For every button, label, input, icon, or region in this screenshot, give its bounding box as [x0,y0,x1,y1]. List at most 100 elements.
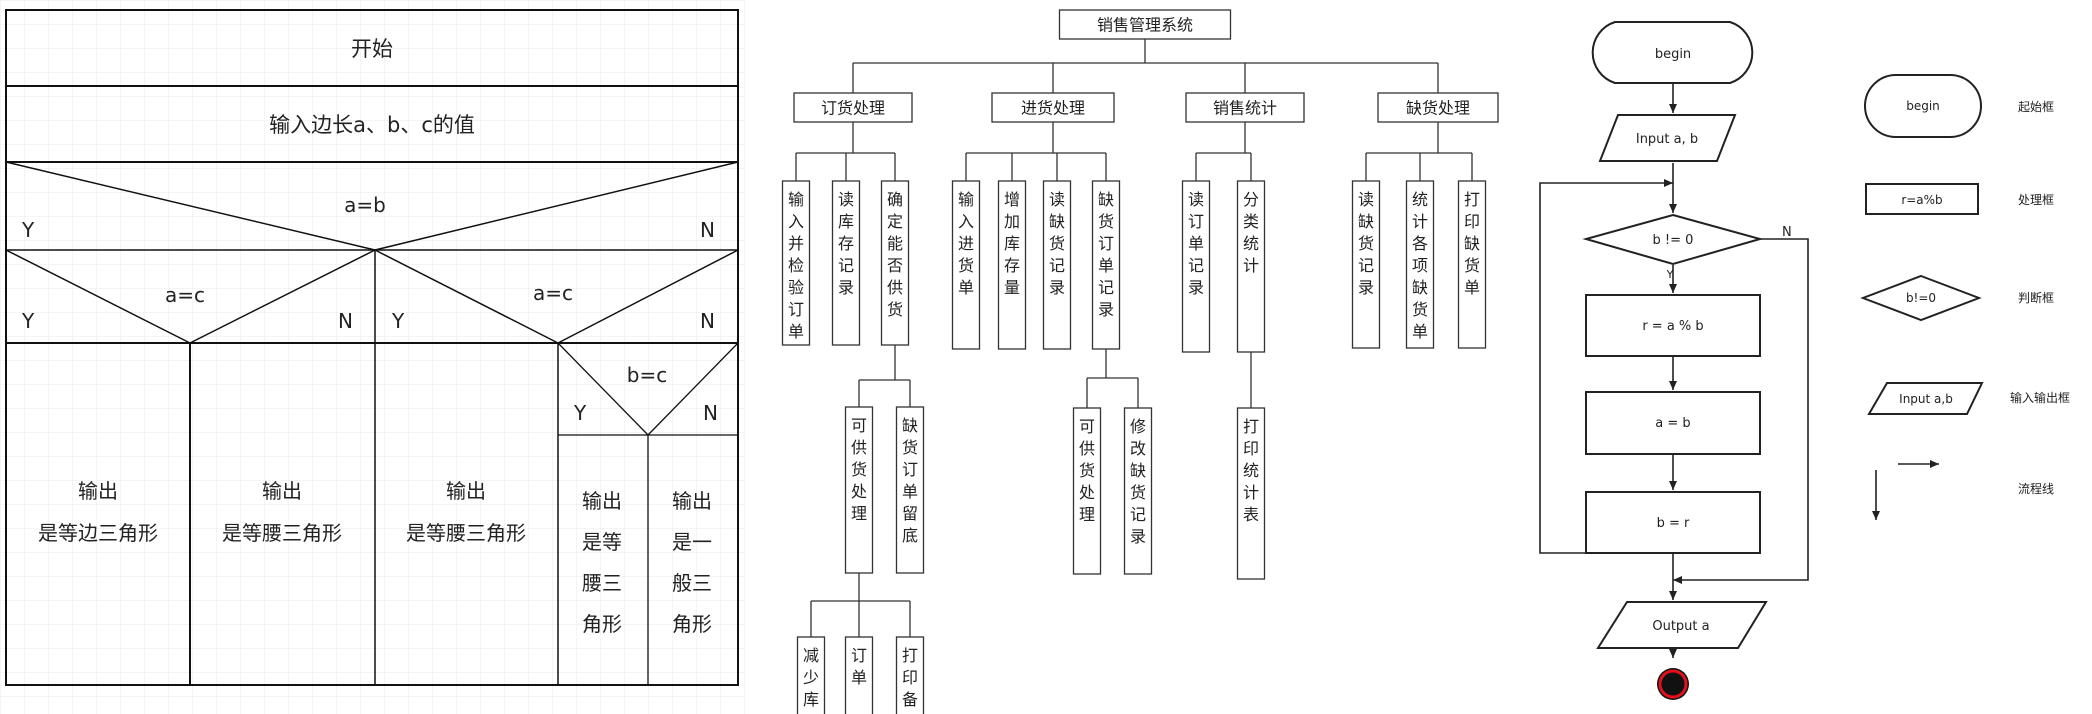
ns-acr-no: N [700,309,715,333]
legend-process-name: 处理框 [2018,193,2054,207]
hier-l2-3-2-box [1457,180,1487,349]
flow-step-assign-a [1585,391,1761,455]
legend-decision-name: 判断框 [2018,290,2054,305]
ns-out-equilateral-2: 是等边三角形 [38,521,158,545]
hier-l2-3-1-box [1405,180,1435,349]
hier-l4-0-0-box [796,636,826,714]
flow-condition-diamond [1582,213,1764,266]
flow-step-remainder [1585,294,1761,357]
ns-chart: 开始 输入边长a、b、c的值 a=b Y N a=c Y N a=c Y N b… [0,0,745,714]
hier-l1-2-box [1185,92,1305,123]
hier-l1-0-box [793,92,913,123]
hier-l2-2-1-box [1236,180,1266,353]
hier-l3-1-1-box [1123,407,1153,575]
hier-l2-0-0: 输入并检验订单 [788,190,804,341]
flow-begin-label: begin [1655,47,1691,62]
flow-step1-label: r = a % b [1642,319,1703,334]
hier-l2-0-2-box [880,180,910,346]
ns-out-isosceles-2b: 是等腰三角形 [406,521,526,545]
ns-cond-ac-left: a=c [165,283,205,307]
flow-begin-terminal [1591,21,1754,84]
ns-acr-yes: Y [391,309,405,333]
hier-l3-0-0-box [844,406,874,574]
flow-end-ring [1658,669,1688,699]
hier-l2-1-0: 输入进货单 [958,190,974,297]
ns-out-general-a: 输出 [672,489,712,513]
legend-process-shape [1865,183,1979,215]
ns-cond-bc: b=c [627,363,667,387]
gcd-flowchart: begin Input a, b b != 0 Y N r = a % b a … [1530,0,2092,714]
ns-bc-no: N [703,401,718,425]
hier-l2-1-2: 读缺货记录 [1049,190,1065,297]
ns-input: 输入边长a、b、c的值 [269,113,475,137]
flow-output-io [1596,601,1768,649]
hier-l1-2: 销售统计 [1213,99,1277,118]
hier-l3-1-1: 修改缺货记录 [1130,417,1146,546]
hier-l2-0-1: 读库存记录 [838,190,854,297]
hier-l2-1-1: 增加库存量 [1004,190,1020,297]
hier-l3-2-0-box [1236,407,1266,580]
hier-l2-3-2: 打印缺货单 [1464,190,1480,297]
flow-step3-label: b = r [1657,516,1690,531]
flow-step2-label: a = b [1655,416,1690,431]
hier-l3-1-0: 可供货处理 [1079,417,1095,524]
hier-l2-1-1-box [997,180,1027,350]
hier-l4-0-1: 订单 [851,646,867,687]
flow-yes-label: Y [1666,268,1674,281]
flow-no-label: N [1782,225,1792,240]
hier-l3-0-1-box [895,406,925,574]
hier-l1-0: 订货处理 [821,99,885,118]
ns-cond-ab: a=b [344,193,386,217]
hier-l1-1-box [991,92,1115,123]
hier-l3-0-1: 缺货订单留底 [902,416,918,545]
ns-out-isosceles-3c: 腰三 [582,571,622,595]
hierarchy-diagram: 销售管理系统订货处理进货处理销售统计缺货处理输入并检验订单读库存记录确定能否供货… [781,9,1499,714]
hier-l2-0-2: 确定能否供货 [887,190,903,319]
legend-process-sample: r=a%b [1901,193,1942,207]
ns-start: 开始 [351,37,393,61]
hier-root: 销售管理系统 [1097,16,1193,35]
hier-l3-2-0: 打印统计表 [1243,417,1259,524]
ns-out-isosceles-1b: 是等腰三角形 [222,521,342,545]
hier-root-box [1058,9,1232,40]
legend-io-sample: Input a,b [1899,392,1953,406]
hier-l2-3-0-box [1351,180,1381,349]
hier-l2-1-2-box [1042,180,1072,350]
flow-step-assign-b [1585,491,1761,554]
legend-terminal-sample: begin [1906,99,1940,113]
legend-terminal-shape [1864,74,1982,138]
sales-system-hierarchy: 销售管理系统订货处理进货处理销售统计缺货处理输入并检验订单读库存记录确定能否供货… [745,0,1530,714]
ns-out-isosceles-3d: 角形 [582,612,622,636]
hier-l2-2-1: 分类统计 [1243,190,1259,275]
flow-output-label: Output a [1652,619,1709,634]
ns-ab-no: N [700,218,715,242]
hier-l2-2-0: 读订单记录 [1188,190,1204,297]
legend-io-shape [1867,382,1984,415]
legend-terminal-name: 起始框 [2018,100,2054,114]
hier-l4-0-2: 打印备 [902,646,918,709]
ns-bc-yes: Y [573,401,587,425]
hier-l2-2-0-box [1181,180,1211,353]
ns-out-equilateral-1: 输出 [78,479,118,503]
legend-decision-sample: b!=0 [1906,291,1936,305]
hier-l2-0-0-box [781,180,811,346]
hier-l2-1-3: 缺货订单记录 [1098,190,1114,319]
hier-l4-0-1-box [844,636,874,714]
hier-l2-0-1-box [831,180,861,346]
ns-out-isosceles-3b: 是等 [582,530,622,554]
ns-out-isosceles-3a: 输出 [582,489,622,513]
hier-l3-1-0-box [1072,407,1102,575]
legend-io-name: 输入输出框 [2010,390,2070,405]
hier-l2-1-3-box [1091,180,1121,350]
flow-input-label: Input a, b [1636,132,1698,147]
ns-out-isosceles-1a: 输出 [262,479,302,503]
flow-end-marker [1657,668,1689,700]
hier-l3-0-0: 可供货处理 [851,416,867,523]
flow-condition-label: b != 0 [1653,233,1694,248]
hier-l2-1-0-box [951,180,981,350]
hier-l2-3-1: 统计各项缺货单 [1412,190,1428,341]
hier-l4-0-2-box [895,636,925,714]
hier-l4-0-0: 减少库 [803,646,819,709]
legend-flowline-name: 流程线 [2018,481,2054,496]
ns-acl-no: N [338,309,353,333]
